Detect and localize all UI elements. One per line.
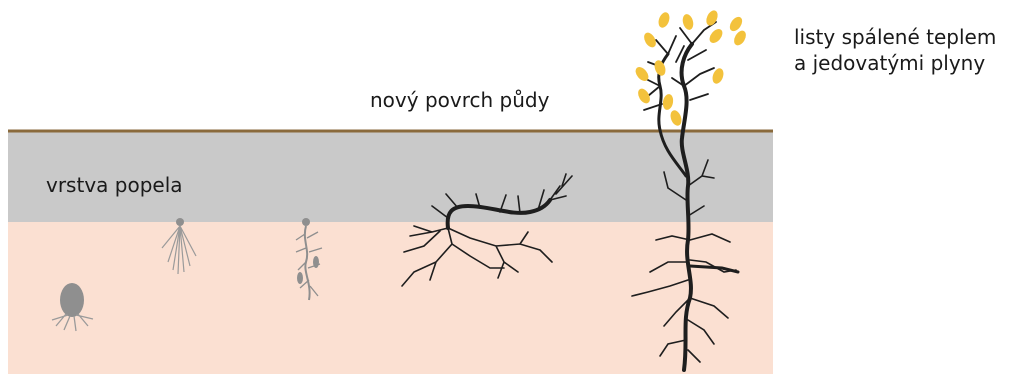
scorched-leaves-label-line1: listy spálené teplem (794, 24, 996, 50)
ash-layer-label: vrstva popela (46, 172, 183, 198)
scorched-leaves (633, 9, 748, 128)
scorched-leaves-label-line2: a jedovatými plyny (794, 50, 996, 76)
scorched-leaves-label: listy spálené teplem a jedovatými plyny (794, 24, 996, 76)
new-surface-label: nový povrch půdy (370, 87, 549, 113)
soil-layer (8, 222, 773, 374)
